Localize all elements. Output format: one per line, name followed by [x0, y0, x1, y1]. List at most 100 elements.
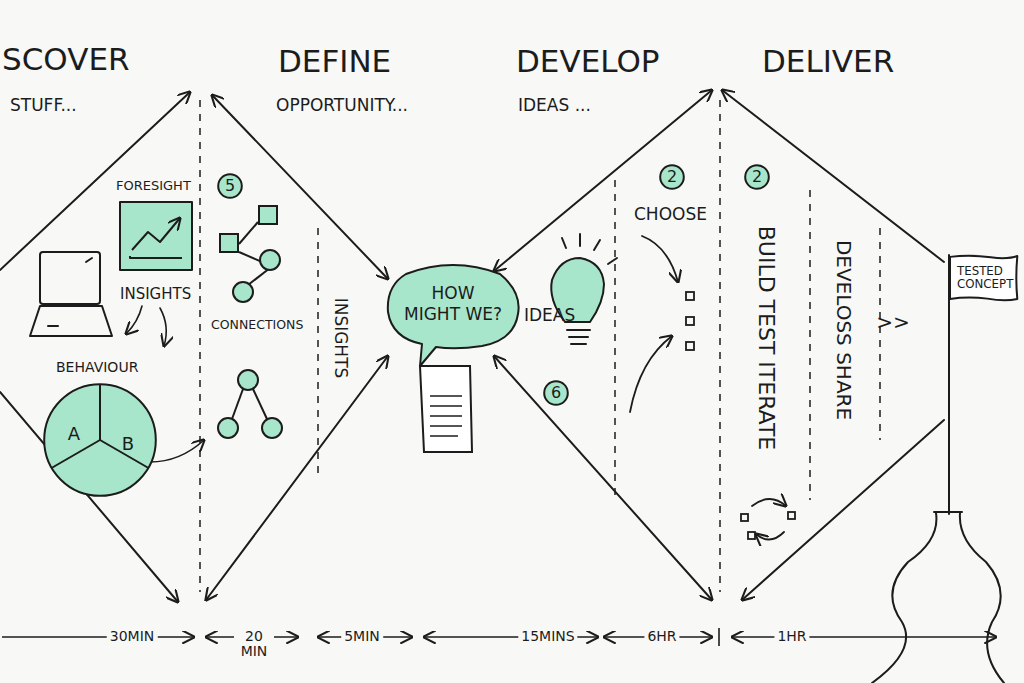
- laptop-icon-part: [30, 306, 112, 336]
- vertical-label: DEVELOSS SHARE: [833, 240, 855, 420]
- foresight-chart-icon-part: [120, 202, 192, 270]
- timeline-part: [2, 636, 194, 638]
- phase-subheading: IDEAS ...: [518, 96, 591, 115]
- phase-heading: SCOVER: [2, 42, 130, 76]
- pie-divider: [99, 384, 101, 440]
- callout-circle: 2: [659, 164, 685, 190]
- connection-graph-part: [233, 282, 253, 302]
- choose-arrows-part: [686, 342, 694, 350]
- icon-label: IDEAS: [524, 306, 575, 325]
- node-text: HOW MIGHT WE?: [404, 283, 502, 326]
- time-label: 15MINS: [518, 629, 577, 644]
- tested-concept-flag: TESTED CONCEPT: [950, 256, 1018, 300]
- choose-arrows-part: [686, 317, 694, 325]
- icon-label: FORESIGHT: [116, 179, 191, 193]
- phase-heading: DEVELOP: [516, 44, 660, 78]
- iterate-cycle-icon-part: [788, 512, 795, 519]
- laptop-icon-part: [40, 252, 100, 304]
- timeline-part: [732, 636, 996, 638]
- laptop-icon: [30, 252, 112, 336]
- choose-arrows-part: [630, 336, 672, 412]
- how-might-we-bubble: HOW MIGHT WE?: [384, 262, 522, 372]
- lightbulb-icon-part: [562, 238, 566, 248]
- node-text: A: [68, 424, 80, 444]
- phase-dividers-part: [317, 228, 319, 478]
- callout-circle: 5: [217, 173, 243, 199]
- iterate-cycle-icon-part: [748, 532, 755, 539]
- pie-outline: [44, 384, 156, 496]
- connection-graph-part: [253, 389, 267, 419]
- time-label: 20 MIN: [234, 629, 274, 660]
- lightbulb-icon-part: [608, 258, 617, 264]
- summit-pole: [872, 255, 1004, 683]
- laptop-icon-part: [48, 325, 58, 327]
- document-icon-part-part: [430, 425, 462, 427]
- circle-outline: [660, 165, 684, 189]
- connection-graph-part: [239, 222, 258, 244]
- document-icon-part-part: [430, 415, 462, 417]
- connection-graph-part: [248, 268, 270, 285]
- insight-arrows-part: [150, 440, 204, 462]
- lightbulb-icon-part: [594, 240, 600, 250]
- document-icon-part-part: [430, 395, 462, 397]
- document-icon-part-part: [430, 405, 462, 407]
- iterate-cycle-icon: [741, 499, 795, 540]
- diamond-lines-part: [494, 90, 712, 271]
- node-text: 2: [752, 168, 762, 186]
- phase-subheading: OPPORTUNITY...: [276, 96, 408, 115]
- time-label: 6HR: [644, 629, 679, 644]
- connection-graph-part: [262, 418, 282, 438]
- phase-dividers-part: [614, 180, 616, 500]
- choose-arrows: [630, 236, 694, 412]
- connection-graph-part: [259, 206, 277, 224]
- time-label: 30MIN: [107, 629, 158, 644]
- connection-graph-part: [220, 234, 238, 252]
- timeline: [2, 628, 996, 646]
- bubble-outline: [388, 265, 519, 366]
- node-text: TESTED CONCEPT: [957, 265, 1010, 291]
- time-label: 1HR: [774, 629, 809, 644]
- icon-label: CONNECTIONS: [211, 318, 303, 332]
- summit-pole-part: [872, 513, 936, 683]
- flag-outline: [950, 256, 1017, 301]
- time-label: 5MIN: [341, 629, 383, 644]
- foresight-chart-icon-part: [132, 218, 180, 250]
- summit-pole-part: [934, 511, 962, 513]
- icon-label: CHOOSE: [634, 205, 707, 224]
- iterate-cycle-icon-part: [752, 499, 786, 506]
- diamond-lines: [0, 90, 944, 602]
- lightbulb-icon: [551, 234, 617, 344]
- chevron-label: >>: [876, 311, 910, 333]
- pie-divider: [52, 440, 100, 468]
- document-icon-part: [430, 396, 462, 436]
- connection-graph-part: [238, 370, 258, 390]
- phase-heading: DELIVER: [762, 44, 894, 78]
- node-outline: [43, 383, 157, 497]
- phase-subheading: STUFF...: [10, 96, 77, 115]
- node-text: 5: [225, 177, 235, 195]
- phase-dividers-part: [809, 190, 811, 500]
- connection-graph-part: [232, 389, 243, 419]
- foresight-chart-icon-part: [130, 256, 182, 258]
- phase-heading: DEFINE: [278, 44, 391, 78]
- circle-outline: [544, 381, 568, 405]
- choose-arrows-part: [642, 236, 678, 282]
- circle-outline: [745, 165, 769, 189]
- vertical-label: BUILD TEST ITERATE: [754, 226, 778, 451]
- choose-arrows-part: [686, 292, 694, 300]
- node-text: 2: [667, 168, 677, 186]
- phase-dividers-part: [719, 100, 721, 592]
- icon-label: INSIGHTS: [120, 286, 191, 303]
- diamond-lines-part: [206, 356, 388, 600]
- connection-graph-part: [260, 250, 280, 270]
- lightbulb-icon-part: [569, 336, 588, 338]
- timeline-part: [718, 628, 720, 646]
- icon-label: BEHAVIOUR: [56, 360, 138, 375]
- behaviour-pie: AB: [43, 383, 157, 497]
- lightbulb-icon-part: [579, 234, 581, 246]
- lightbulb-icon-part: [571, 343, 586, 345]
- laptop-icon-part: [86, 258, 92, 262]
- document-icon-part-part: [430, 435, 458, 437]
- diamond-lines-part: [494, 356, 712, 600]
- connection-graph-part: [239, 252, 262, 262]
